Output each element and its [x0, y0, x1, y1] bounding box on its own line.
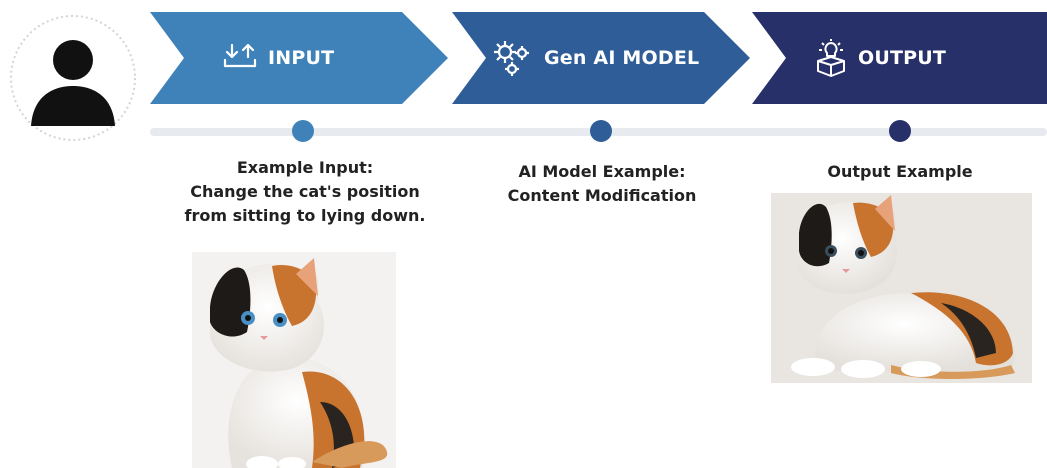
gears-icon	[492, 38, 534, 78]
user-avatar-icon	[9, 14, 137, 142]
output-example-image	[771, 193, 1032, 383]
caption-model: AI Model Example: Content Modification	[452, 160, 752, 208]
caption-model-line: Content Modification	[507, 186, 697, 205]
caption-input: Example Input: Change the cat's position…	[150, 156, 460, 228]
step-model: Gen AI MODEL	[452, 12, 750, 104]
step-model-label: Gen AI MODEL	[544, 47, 700, 69]
step-input: INPUT	[150, 12, 448, 104]
caption-input-line: Example Input:	[236, 158, 374, 177]
process-flow: INPUT Gen AI MODEL	[0, 0, 1047, 110]
step-input-label: INPUT	[268, 47, 335, 69]
caption-input-line: from sitting to lying down.	[184, 206, 426, 225]
import-arrows-icon	[222, 42, 258, 74]
caption-output-line: Output Example	[827, 162, 973, 181]
step-output-label: OUTPUT	[858, 47, 947, 69]
input-example-image	[192, 252, 396, 468]
timeline-dot-model	[590, 120, 612, 142]
timeline-dot-output	[889, 120, 911, 142]
step-output: OUTPUT	[752, 12, 1047, 104]
caption-input-line: Change the cat's position	[190, 182, 420, 201]
caption-output: Output Example	[770, 160, 1030, 184]
lightbulb-box-icon	[814, 39, 848, 77]
caption-model-line: AI Model Example:	[518, 162, 686, 181]
timeline-dot-input	[292, 120, 314, 142]
